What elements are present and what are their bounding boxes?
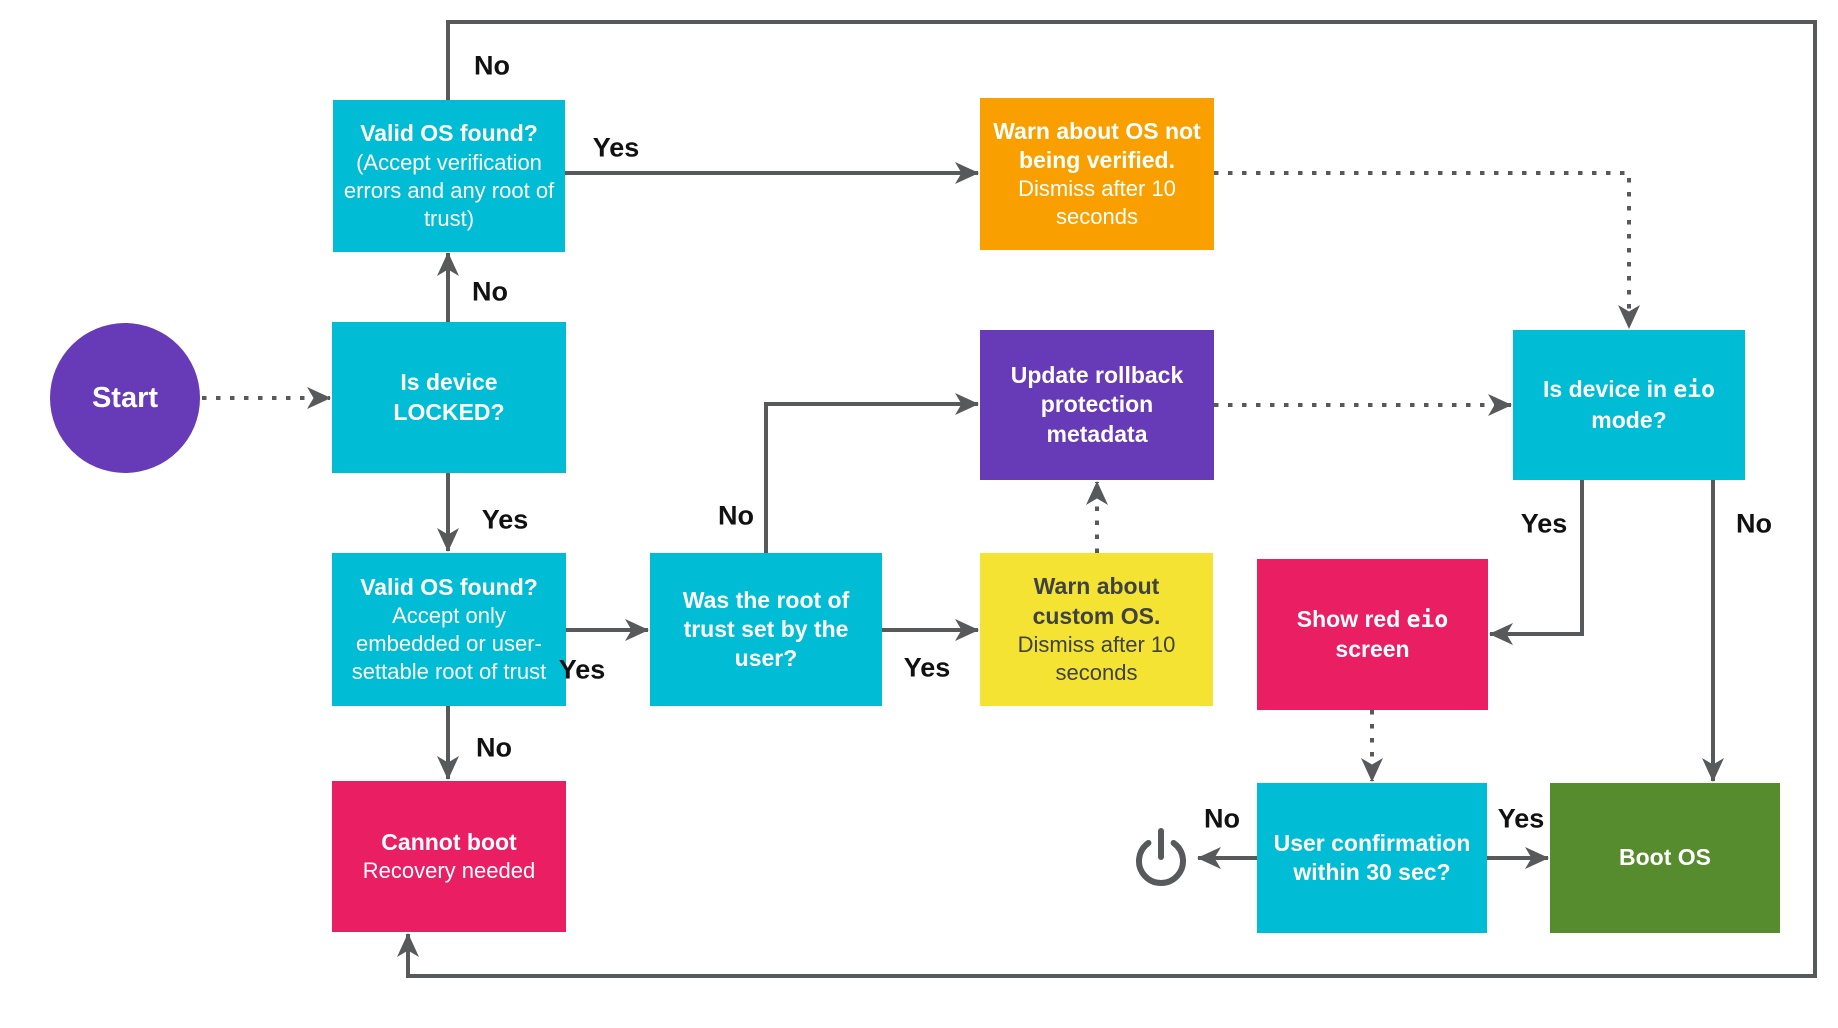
label-valid-top-no: No bbox=[474, 50, 510, 81]
node-warn-custom-os: Warn about custom OS. Dismiss after 10 s… bbox=[980, 553, 1213, 706]
eio-code-text: eio bbox=[1406, 606, 1449, 633]
label-confirm-no: No bbox=[1204, 803, 1240, 834]
node-warn-unverified: Warn about OS not being verified. Dismis… bbox=[980, 98, 1214, 250]
node-title: Cannot boot bbox=[381, 828, 517, 855]
node-valid-os-bottom: Valid OS found? Accept only embedded or … bbox=[332, 553, 566, 706]
node-title: Boot OS bbox=[1619, 844, 1711, 871]
edge-eio-yes bbox=[1489, 480, 1584, 645]
node-root-of-trust: Was the root of trust set by the user? bbox=[650, 553, 882, 706]
node-title: Update rollback protection metadata bbox=[1010, 362, 1190, 447]
label-locked-no: No bbox=[472, 276, 508, 307]
node-boot-os: Boot OS bbox=[1550, 783, 1780, 933]
node-title: Is device in eio mode? bbox=[1543, 376, 1722, 433]
node-update-rollback: Update rollback protection metadata bbox=[980, 330, 1214, 480]
label-eio-no: No bbox=[1736, 508, 1772, 539]
label-valid-top-yes: Yes bbox=[592, 132, 640, 163]
start-node: Start bbox=[50, 323, 200, 473]
node-subtitle: Accept only embedded or user-settable ro… bbox=[351, 603, 547, 685]
eio-code-text: eio bbox=[1673, 377, 1715, 404]
label-valid-bottom-no: No bbox=[476, 732, 512, 763]
node-title: Was the root of trust set by the user? bbox=[682, 586, 856, 672]
node-title: Is device LOCKED? bbox=[393, 369, 505, 425]
node-subtitle: (Accept verification errors and any root… bbox=[343, 149, 561, 231]
node-title: Valid OS found? bbox=[360, 573, 538, 600]
node-title: Valid OS found? bbox=[360, 120, 538, 147]
node-subtitle: Dismiss after 10 seconds bbox=[1017, 631, 1182, 685]
node-title: Show red eio screen bbox=[1296, 605, 1455, 662]
label-confirm-yes: Yes bbox=[1497, 803, 1545, 834]
node-valid-os-top: Valid OS found? (Accept verification err… bbox=[333, 100, 565, 252]
node-cannot-boot: Cannot boot Recovery needed bbox=[332, 781, 566, 932]
edge-valid-top-no-loop bbox=[397, 20, 1817, 978]
node-is-eio-mode: Is device in eio mode? bbox=[1513, 330, 1745, 480]
node-is-device-locked: Is device LOCKED? bbox=[332, 322, 566, 473]
label-valid-bottom-yes: Yes bbox=[558, 654, 606, 685]
edge-unverified-to-eio bbox=[1214, 171, 1640, 329]
node-subtitle: Dismiss after 10 seconds bbox=[1018, 176, 1182, 230]
label-eio-yes: Yes bbox=[1520, 508, 1568, 539]
node-subtitle: Recovery needed bbox=[362, 858, 536, 884]
label-root-no: No bbox=[718, 500, 754, 531]
label-locked-yes: Yes bbox=[481, 504, 529, 535]
node-title: User confirmation within 30 sec? bbox=[1273, 829, 1477, 885]
node-title: Warn about OS not being verified. bbox=[993, 117, 1208, 174]
power-icon bbox=[1136, 828, 1186, 886]
edge-root-no bbox=[764, 393, 979, 553]
node-title: Warn about custom OS. bbox=[1032, 573, 1166, 629]
label-root-yes: Yes bbox=[903, 652, 951, 683]
start-label: Start bbox=[91, 381, 159, 414]
node-user-confirmation: User confirmation within 30 sec? bbox=[1257, 783, 1487, 933]
node-show-red-eio: Show red eio screen bbox=[1257, 559, 1488, 710]
